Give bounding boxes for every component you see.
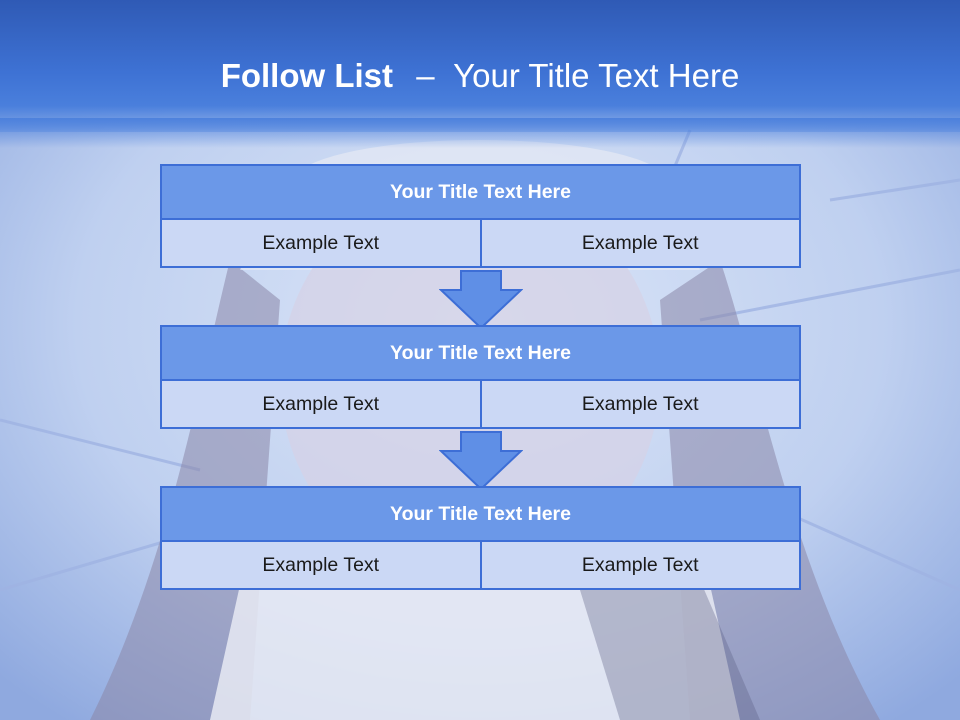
block-row: Example Text Example Text — [160, 379, 801, 429]
list-block-1: Your Title Text Here Example Text Exampl… — [160, 164, 801, 268]
block-title: Your Title Text Here — [160, 164, 801, 220]
header-fade — [0, 118, 960, 148]
header-band — [0, 0, 960, 132]
block-row: Example Text Example Text — [160, 540, 801, 590]
page-title: Follow List – Your Title Text Here — [0, 56, 960, 96]
title-bold: Follow List — [220, 57, 394, 94]
title-dash: – — [416, 57, 435, 94]
block-title: Your Title Text Here — [160, 486, 801, 542]
block-row: Example Text Example Text — [160, 218, 801, 268]
cell-right: Example Text — [479, 218, 801, 268]
list-block-3: Your Title Text Here Example Text Exampl… — [160, 486, 801, 590]
cell-left: Example Text — [160, 540, 482, 590]
down-arrow-icon — [439, 431, 523, 491]
list-block-2: Your Title Text Here Example Text Exampl… — [160, 325, 801, 429]
title-rest: Your Title Text Here — [453, 57, 740, 94]
cell-left: Example Text — [160, 379, 482, 429]
cell-right: Example Text — [479, 540, 801, 590]
cell-left: Example Text — [160, 218, 482, 268]
down-arrow-icon — [439, 270, 523, 330]
cell-right: Example Text — [479, 379, 801, 429]
block-title: Your Title Text Here — [160, 325, 801, 381]
